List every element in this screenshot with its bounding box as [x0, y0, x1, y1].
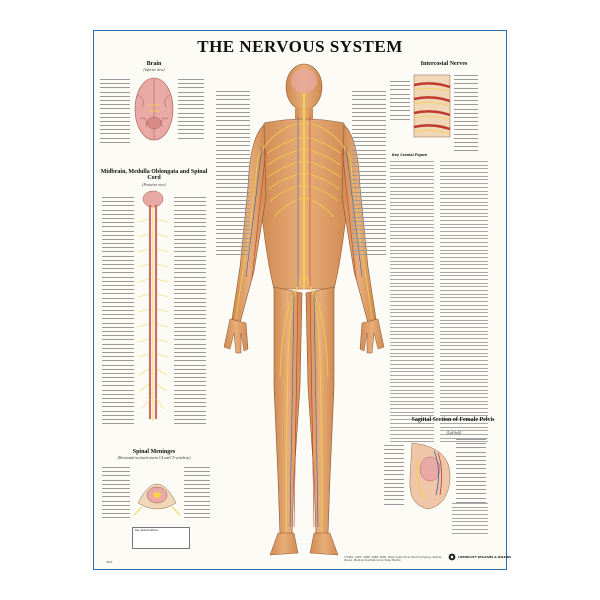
copyright-footer: ©1987, 1993, 1996, 1998, 2000, 2002 Anat… — [344, 556, 442, 562]
pelvis-subheading: (Left half) — [446, 431, 462, 435]
pelvis-heading: Sagittal Section of Female Pelvis — [411, 417, 495, 423]
meninges-heading: Spinal Meninges — [132, 449, 176, 455]
brain-subheading: (Inferior view) — [143, 68, 165, 72]
pelvis-illustration — [409, 442, 451, 510]
pelvis-labels-left — [384, 445, 404, 508]
intercostal-labels-left — [390, 81, 410, 123]
poster: THE NERVOUS SYSTEM Brain (Inferior view)… — [93, 30, 511, 570]
key-title: Key Cranial Figure — [392, 153, 428, 157]
meninges-subheading: (Horizontal section between C4 and C5 ve… — [117, 456, 191, 460]
meninges-labels-left — [102, 467, 130, 521]
spinal-cord-illustration — [137, 190, 169, 421]
key-list-left — [390, 161, 434, 445]
key-list-right — [440, 161, 488, 445]
publisher-logo-text: LIPPINCOTT WILLIAMS & WILKINS — [458, 555, 512, 559]
abbreviations-box: Key Abbreviations — [132, 527, 190, 549]
full-body-figure — [223, 63, 385, 556]
body-labels-left — [216, 91, 250, 259]
chart-code: 9840 — [106, 561, 113, 564]
intercostal-illustration — [413, 74, 451, 138]
abbreviations-title: Key Abbreviations — [135, 529, 159, 532]
midbrain-heading: Midbrain, Medulla Oblongata and Spinal C… — [100, 169, 208, 182]
brain-heading: Brain — [146, 61, 162, 67]
meninges-illustration — [133, 483, 181, 516]
midbrain-labels-right — [174, 197, 206, 427]
brain-illustration — [134, 77, 174, 141]
midbrain-labels-left — [102, 197, 134, 427]
brain-labels-left — [100, 79, 130, 146]
pelvis-labels-right — [456, 439, 486, 506]
pelvis-key-list — [452, 503, 488, 536]
publisher-logo — [448, 553, 456, 561]
intercostal-labels-right — [454, 75, 478, 155]
intercostal-heading: Intercostal Nerves — [420, 61, 468, 67]
brain-labels-right — [178, 79, 204, 142]
poster-title: THE NERVOUS SYSTEM — [197, 37, 403, 56]
body-labels-right — [352, 91, 386, 259]
meninges-labels-right — [184, 467, 210, 521]
midbrain-subheading: (Posterior view) — [142, 183, 166, 187]
